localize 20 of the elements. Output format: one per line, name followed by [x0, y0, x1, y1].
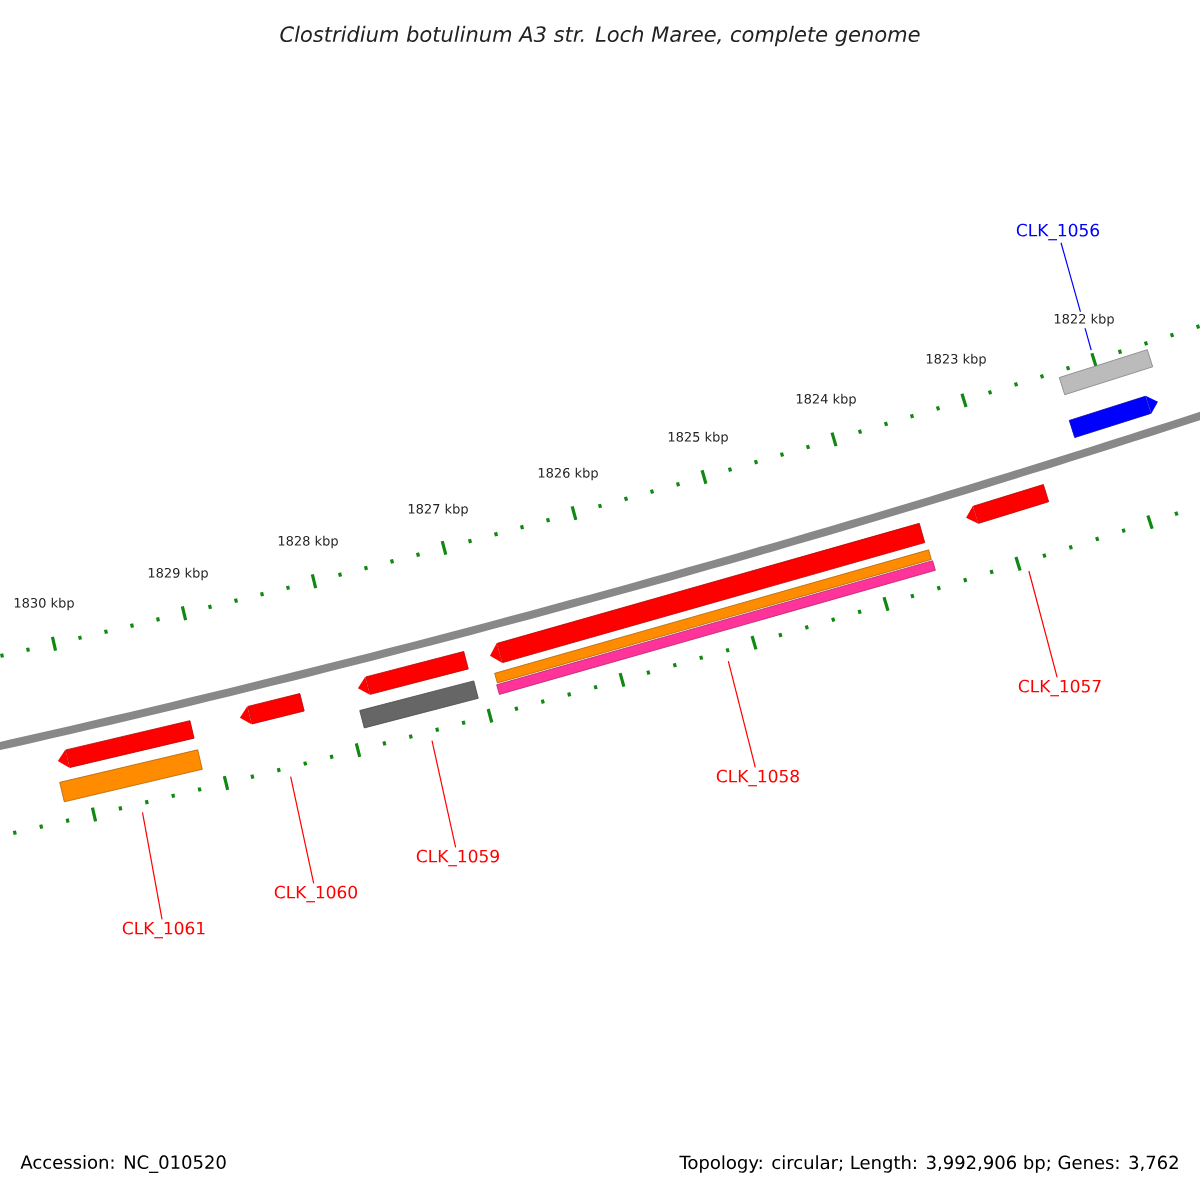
leader-line: [1060, 242, 1092, 351]
leader-line: [431, 740, 457, 848]
genome-summary: Topology: circular; Length: 3,992,906 bp; Genes: 3,762: [679, 1155, 1178, 1173]
gene-label: CLK_1061: [122, 921, 205, 939]
leader-line: [141, 811, 163, 920]
gene-feature: [1068, 395, 1158, 438]
accession-note: Accession: NC_010520: [20, 1155, 226, 1173]
gene-label: CLK_1056: [1016, 223, 1100, 241]
gene-feature: [966, 484, 1050, 524]
leader-line: [1028, 570, 1058, 678]
gene-feature: [57, 720, 195, 768]
leader-line: [727, 660, 756, 768]
gene-label: CLK_1059: [416, 849, 499, 867]
title: Clostridium botulinum A3 str. Loch Maree, complete genome: [280, 25, 920, 47]
gene-label: CLK_1058: [716, 769, 799, 787]
gene-label: CLK_1060: [274, 885, 357, 903]
gene-feature: [490, 522, 926, 664]
gene-feature: [357, 651, 469, 695]
gene-feature: [239, 693, 305, 725]
gene-label: CLK_1057: [1018, 679, 1101, 697]
